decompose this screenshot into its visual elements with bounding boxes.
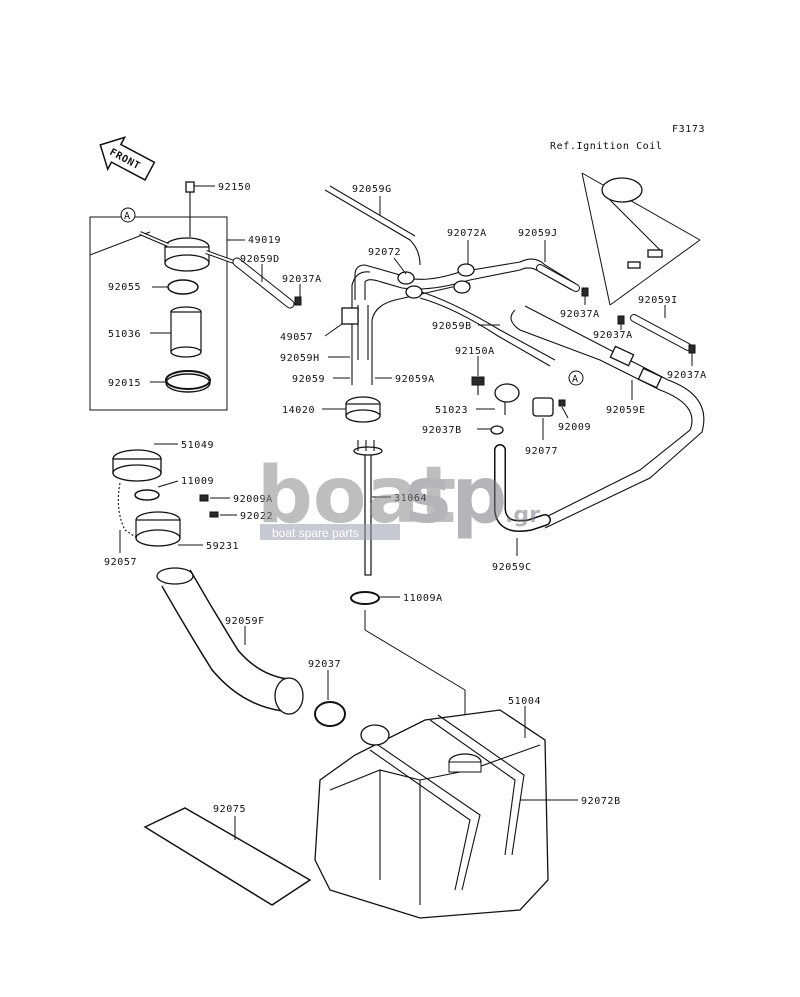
label-92072: 92072: [368, 247, 401, 258]
label-92059G: 92059G: [352, 184, 392, 195]
label-31064: 31064: [394, 493, 427, 504]
label-14020: 14020: [282, 405, 315, 416]
label-11009: 11009: [181, 476, 214, 487]
filler-assembly: [112, 449, 346, 727]
circle-marker-a-2: A: [572, 374, 579, 385]
fuel-hoses: A: [294, 185, 705, 532]
fuel-valve: [345, 376, 566, 748]
label-92075: 92075: [213, 804, 246, 815]
label-92037: 92037: [308, 659, 341, 670]
circle-marker-a-1: A: [124, 211, 131, 222]
watermark-tagline: boat spare parts: [272, 526, 359, 540]
label-92037A-2: 92037A: [560, 309, 600, 320]
fuel-filter-assembly: A: [89, 181, 295, 411]
label-92059D: 92059D: [240, 254, 280, 265]
label-92059E: 92059E: [606, 405, 646, 416]
watermark-suffix: .gr: [505, 503, 540, 528]
label-11009A: 11009A: [403, 593, 443, 604]
label-49019: 49019: [248, 235, 281, 246]
label-92037A-1: 92037A: [282, 274, 322, 285]
mat: [143, 807, 312, 906]
label-92009A: 92009A: [233, 494, 273, 505]
label-51036: 51036: [108, 329, 141, 340]
label-92072B: 92072B: [581, 796, 621, 807]
label-92037A-3: 92037A: [593, 330, 633, 341]
label-92059: 92059: [292, 374, 325, 385]
label-51049: 51049: [181, 440, 214, 451]
label-92059C: 92059C: [492, 562, 532, 573]
watermark-word-2: sp: [405, 451, 507, 541]
label-92015: 92015: [108, 378, 141, 389]
label-92072A: 92072A: [447, 228, 487, 239]
label-92150A: 92150A: [455, 346, 495, 357]
label-92022: 92022: [240, 511, 273, 522]
label-51023: 51023: [435, 405, 468, 416]
label-51004: 51004: [508, 696, 541, 707]
label-92055: 92055: [108, 282, 141, 293]
ignition-coil-ref: [581, 172, 701, 306]
figure-code: F3173: [672, 124, 705, 135]
label-92059I: 92059I: [638, 295, 678, 306]
reference-note: Ref.Ignition Coil: [550, 141, 663, 152]
part-labels: 92150 49019 92059D 92055 51036 92015 920…: [104, 182, 707, 840]
label-59231: 59231: [206, 541, 239, 552]
front-arrow-icon: FRONT: [99, 136, 156, 181]
label-92009: 92009: [558, 422, 591, 433]
label-92057: 92057: [104, 557, 137, 568]
label-92059B: 92059B: [432, 321, 472, 332]
watermark-logo: boat sp .gr boat spare parts: [257, 451, 540, 541]
label-92037A-4: 92037A: [667, 370, 707, 381]
label-49057: 49057: [280, 332, 313, 343]
label-92059H: 92059H: [280, 353, 320, 364]
label-92059F: 92059F: [225, 616, 265, 627]
label-92077: 92077: [525, 446, 558, 457]
label-92037B: 92037B: [422, 425, 462, 436]
fuel-tank: [314, 709, 549, 919]
label-92059J: 92059J: [518, 228, 558, 239]
label-92150: 92150: [218, 182, 251, 193]
label-92059A: 92059A: [395, 374, 435, 385]
